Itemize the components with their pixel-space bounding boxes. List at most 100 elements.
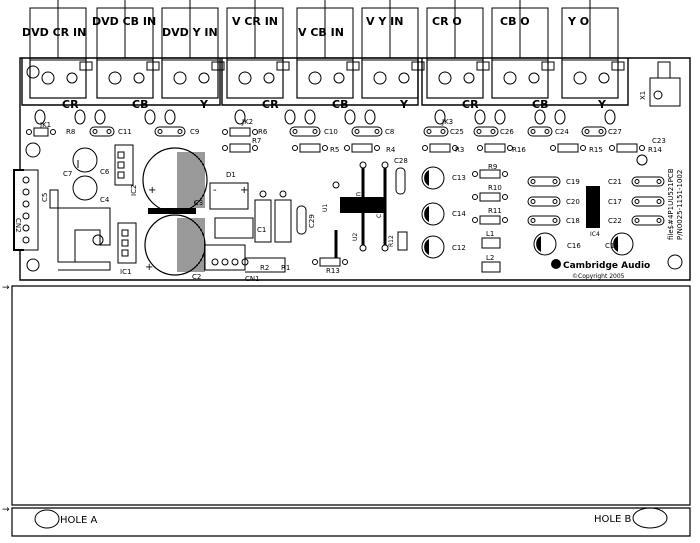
heatsink-screw	[92, 234, 104, 246]
capacitor-pad	[476, 129, 482, 134]
jack-footprint	[226, 57, 284, 99]
resistor-body	[319, 257, 341, 267]
c1-capacitor	[214, 217, 254, 239]
input-label: DVD CB IN	[92, 15, 156, 28]
trace-bar	[148, 208, 196, 214]
hole-b-circle	[632, 507, 668, 529]
jack-pin	[598, 72, 610, 84]
cn2-latch	[13, 169, 24, 251]
mount-hole	[636, 154, 648, 166]
resistor-label: R4	[386, 146, 396, 154]
board-id: P/N0025-1151-1002	[676, 170, 684, 240]
resistor-pad	[609, 145, 615, 151]
jack-pin	[573, 71, 587, 85]
capacitor-pad	[426, 129, 432, 134]
x1-tab	[657, 61, 671, 79]
r1-body	[274, 199, 292, 243]
resistor-pad	[279, 190, 287, 198]
capacitor-label: C2	[192, 273, 201, 281]
solder-pad	[364, 109, 376, 125]
capacitor-label: C16	[567, 242, 581, 250]
capacitor-pad	[584, 129, 590, 134]
resistor-pad	[50, 129, 56, 135]
capacitor-body	[351, 126, 383, 137]
capacitor-label: C12	[452, 244, 466, 252]
jack-pin	[133, 72, 145, 84]
jack-body	[161, 7, 219, 61]
capacitor-label: C15	[605, 242, 619, 250]
capacitor-pad	[440, 129, 446, 134]
capacitor-label: C11	[118, 128, 132, 136]
capacitor-body	[289, 126, 321, 137]
resistor-label: R8	[66, 128, 75, 136]
brand-logo	[551, 259, 561, 269]
via	[332, 181, 340, 189]
solder-pad	[434, 109, 446, 125]
copyright: ©Copyright 2005	[572, 273, 625, 280]
resistor-pad	[472, 217, 478, 223]
ic2-pin	[117, 161, 125, 169]
jack-pin	[198, 72, 210, 84]
capacitor-pad	[530, 129, 536, 134]
capacitor-pad	[92, 129, 98, 134]
solder-pad	[34, 109, 46, 125]
polarity-mark: +	[145, 262, 153, 273]
jack-tab	[476, 61, 490, 71]
capacitor-pad	[598, 129, 604, 134]
resistor-body	[229, 127, 251, 137]
resistor-pad	[222, 129, 228, 135]
electrolytic-cap	[72, 147, 98, 173]
capacitor-label: C14	[452, 210, 466, 218]
solder-pad	[234, 109, 246, 125]
capacitor-label: C10	[324, 128, 338, 136]
capacitor-pad	[106, 129, 112, 134]
cn1-pin	[231, 258, 239, 266]
via	[359, 161, 367, 169]
solder-pad	[554, 109, 566, 125]
input-label: CR O	[432, 15, 462, 28]
resistor-label: R12	[388, 235, 395, 247]
capacitor-label: C3	[194, 199, 203, 207]
r2-body	[254, 199, 272, 243]
cn2-pin	[22, 188, 30, 196]
jack-tab	[146, 61, 160, 71]
board-label: IC2	[130, 185, 138, 196]
resistor-body	[479, 169, 501, 179]
capacitor-pad	[656, 179, 662, 184]
connector-label: JK2	[241, 118, 253, 126]
solder-pad	[74, 109, 86, 125]
cn2-pin	[22, 200, 30, 208]
capacitor-body	[527, 215, 561, 226]
capacitor-pad	[552, 199, 558, 204]
resistor-body	[351, 143, 373, 153]
capacitor-label: C21	[608, 178, 622, 186]
capacitor-pad	[656, 218, 662, 223]
inductor-label: L2	[486, 254, 494, 262]
capacitor-pad	[634, 179, 640, 184]
jack-tab	[79, 61, 93, 71]
capacitor-body	[527, 196, 561, 207]
capacitor-label: C6	[100, 168, 110, 176]
resistor-pad	[502, 171, 508, 177]
cn1-connector	[204, 244, 246, 271]
board-label: IC4	[590, 231, 600, 238]
solder-pad	[304, 109, 316, 125]
jack-pin	[398, 72, 410, 84]
resistor-label: R3	[455, 146, 464, 154]
cn1-pin	[241, 258, 249, 266]
input-label: V Y IN	[366, 15, 403, 28]
resistor-pad	[252, 129, 258, 135]
d1-bridge	[209, 182, 249, 210]
resistor-pad	[312, 259, 318, 265]
input-label: CB O	[500, 15, 530, 28]
resistor-body	[557, 143, 579, 153]
capacitor-pad	[634, 199, 640, 204]
jack-body	[426, 7, 484, 61]
l1-inductor	[481, 237, 501, 249]
channel-label: CB	[532, 98, 548, 111]
jack-body	[96, 7, 154, 61]
marker-arrow: →	[2, 505, 10, 515]
channel-label: Y	[597, 98, 607, 111]
resistor-body	[33, 127, 49, 137]
jack-pin	[373, 71, 387, 85]
